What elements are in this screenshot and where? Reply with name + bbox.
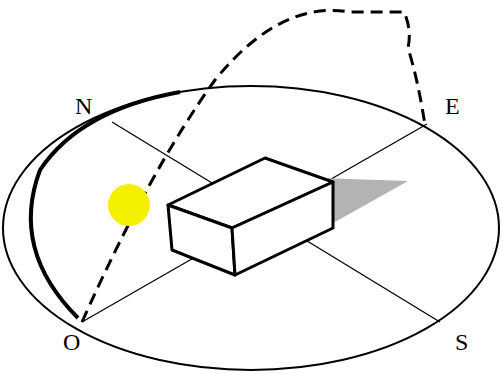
box-side xyxy=(232,182,333,275)
sun xyxy=(108,184,150,226)
north-south-line xyxy=(112,122,440,322)
compass-label: S xyxy=(455,330,468,354)
west-east-line xyxy=(82,124,427,322)
compass-label: O xyxy=(63,330,80,354)
horizon-ellipse xyxy=(3,86,499,370)
sun-path xyxy=(82,10,425,322)
box-front xyxy=(168,205,235,275)
compass-label: E xyxy=(445,94,460,118)
compass-label: N xyxy=(75,94,92,118)
horizon-thick-arc xyxy=(31,92,180,318)
